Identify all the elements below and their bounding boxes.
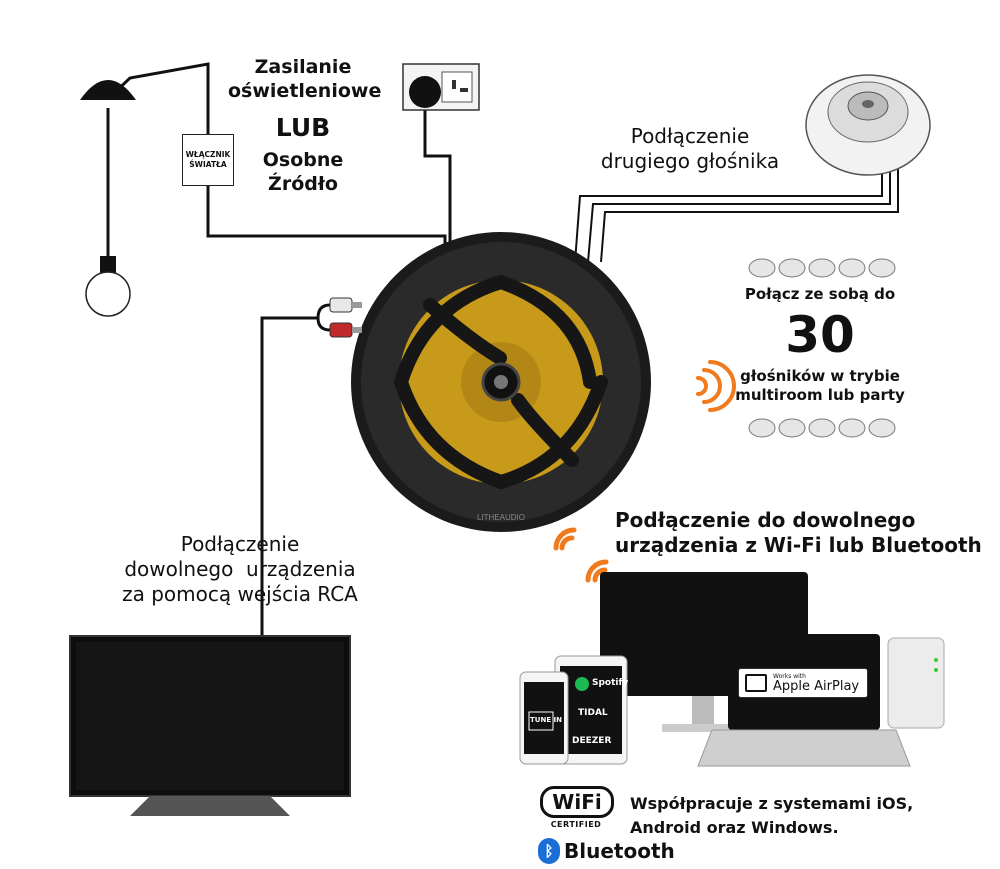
power-or: LUB	[275, 112, 331, 142]
multiroom-line1: Połącz ze sobą do	[744, 285, 896, 303]
multiroom-line3: multiroom lub party	[735, 385, 905, 404]
compat-line1: Współpracuje z systemami iOS,	[630, 794, 914, 813]
wifi-logo-text: WiFi	[552, 790, 602, 814]
main-speaker: LITHEAUDIO	[351, 232, 651, 532]
cable-socket-to-speaker	[423, 108, 452, 252]
multiroom-label: Połącz ze sobą do 30 głośników w trybie …	[735, 285, 905, 404]
wifi-bt-label: Podłączenie do dowolnego urządzenia z Wi…	[615, 508, 985, 558]
rca-line1: Podłączenie	[180, 532, 300, 556]
tunein-logo: TUNE IN	[530, 716, 562, 724]
tv	[69, 635, 351, 816]
wifi-certified-logo: WiFi	[540, 786, 614, 818]
spotify-logo: Spotify	[592, 678, 629, 688]
wall-socket	[402, 63, 480, 111]
nas-device	[887, 637, 945, 729]
speaker-row-bottom	[748, 418, 896, 438]
power-line2: oświetleniowe	[228, 79, 382, 102]
rca-connectors	[316, 297, 362, 338]
speaker-brand: LITHEAUDIO	[477, 513, 525, 522]
cable-rca-to-tv	[260, 316, 318, 636]
tidal-logo: TIDAL	[578, 708, 608, 718]
phone	[519, 671, 569, 765]
rca-label: Podłączenie dowolnego urządzenia za pomo…	[100, 532, 380, 607]
compatibility-label: Współpracuje z systemami iOS, Android or…	[630, 792, 930, 840]
bluetooth-text: Bluetooth	[564, 839, 675, 863]
power-line3: Osobne	[262, 148, 344, 171]
multiroom-line2: głośników w trybie	[740, 366, 900, 385]
wifi-bt-line2d: Bluetooth	[871, 533, 982, 557]
multiroom-number: 30	[785, 305, 855, 364]
second-line2: drugiego głośnika	[600, 149, 780, 173]
wifi-signal-icon-devices	[553, 527, 609, 583]
light-switch: WŁĄCZNIK ŚWIATŁA	[182, 134, 234, 186]
laptop	[697, 634, 911, 767]
airplay-text: Apple AirPlay	[773, 678, 860, 694]
wifi-bt-line1: Podłączenie do dowolnego	[615, 508, 916, 532]
rca-line2: dowolnego urządzenia	[124, 557, 356, 581]
rca-line3: za pomocą wejścia RCA	[122, 582, 358, 606]
airplay-icon	[745, 674, 767, 692]
bluetooth-icon: ᛒ	[538, 838, 560, 864]
power-supply-label: Zasilanie oświetleniowe LUB Osobne Źródł…	[228, 56, 382, 196]
wifi-bt-line2b: Wi-Fi	[763, 533, 822, 557]
wifi-bt-line2c: lub	[821, 533, 871, 557]
second-speaker	[805, 74, 931, 176]
wifi-certified-text: CERTIFIED	[550, 820, 602, 829]
second-line1: Podłączenie	[630, 124, 750, 148]
tablet	[554, 655, 628, 765]
second-speaker-label: Podłączenie drugiego głośnika	[590, 124, 790, 174]
cable-second-speaker	[574, 160, 899, 263]
deezer-logo: DEEZER	[572, 736, 612, 746]
wifi-signal-icon	[696, 360, 736, 412]
power-line1: Zasilanie	[254, 56, 352, 78]
lamp-bulb	[85, 271, 131, 317]
power-line4: Źródło	[268, 172, 338, 195]
switch-line1: WŁĄCZNIK	[185, 150, 231, 160]
switch-line2: ŚWIATŁA	[189, 160, 227, 169]
ceiling-rose	[80, 80, 136, 100]
lamp-holder	[100, 256, 116, 274]
speaker-row-top	[748, 258, 896, 278]
airplay-small: Works with	[773, 672, 806, 680]
compat-line2: Android oraz Windows.	[630, 818, 839, 837]
wifi-bt-line2a: urządzenia z	[615, 533, 764, 557]
